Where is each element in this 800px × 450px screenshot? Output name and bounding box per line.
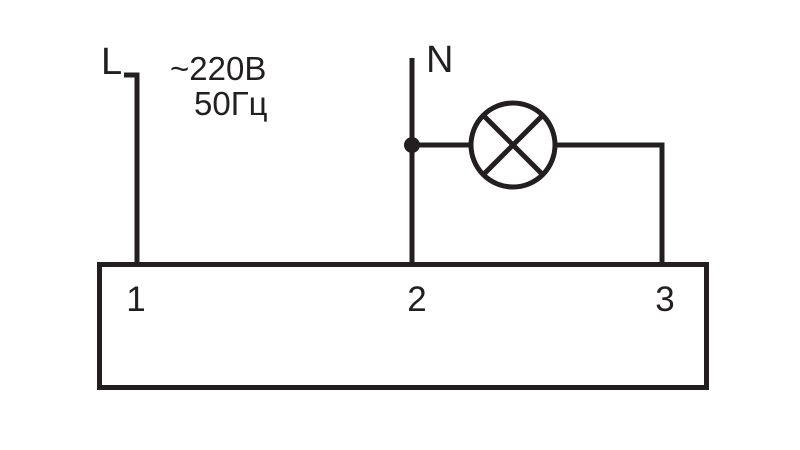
- terminal-2-label: 2: [407, 280, 426, 319]
- neutral-label: N: [426, 39, 453, 81]
- phase-label: L: [101, 41, 122, 83]
- terminal-1-label: 1: [126, 280, 145, 319]
- lamp-return-wire: [556, 142, 665, 264]
- terminal-3-label: 3: [655, 280, 674, 319]
- frequency-label: 50Гц: [194, 85, 268, 122]
- phase-wire: [124, 72, 140, 264]
- junction-node: [404, 137, 420, 153]
- lamp-icon: [468, 100, 558, 190]
- device-terminal-block: [97, 262, 709, 390]
- voltage-label: ~220В: [170, 50, 266, 87]
